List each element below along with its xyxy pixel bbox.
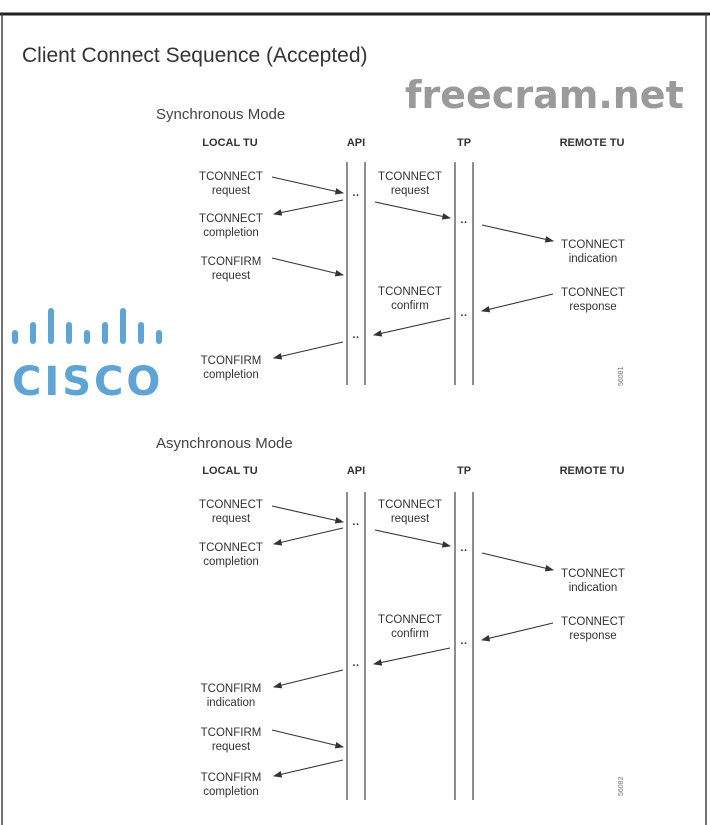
col-remote-tu: REMOTE TU [560,465,625,477]
label: request [391,513,430,525]
label: request [212,185,251,197]
dots: ·· [352,660,359,672]
label: indication [207,697,256,709]
col-local-tu: LOCAL TU [202,465,257,477]
label: indication [569,253,618,265]
dots: ·· [460,310,467,322]
label: completion [203,556,259,568]
arrow [374,201,452,220]
dots: ·· [460,638,467,650]
figure-id: 56082 [618,776,625,796]
col-local-tu: LOCAL TU [202,137,257,149]
dots: ·· [352,519,359,531]
label: TCONNECT [378,614,442,626]
arrow [271,729,345,749]
arrow [272,527,344,546]
label: TCONNECT [199,499,263,511]
col-remote-tu: REMOTE TU [560,137,625,149]
arrow [374,529,452,548]
sync-section: Synchronous Mode LOCAL TU API TP REMOTE … [156,106,625,386]
label: TCONFIRM [201,772,262,784]
arrow [481,224,555,243]
cisco-logo-text: CISCO [12,359,163,405]
label: response [569,301,616,313]
label: TCONNECT [561,287,625,299]
label: indication [569,582,618,594]
col-tp: TP [457,137,471,149]
label: TCONNECT [199,213,263,225]
diagram-title: Client Connect Sequence (Accepted) [22,44,368,67]
arrow [271,257,345,277]
arrow [271,176,345,195]
arrow [480,622,554,642]
label: TCONFIRM [201,727,262,739]
dots: ·· [460,545,467,557]
label: TCONNECT [378,499,442,511]
arrow [272,199,344,216]
arrow [481,552,555,572]
col-tp: TP [457,465,471,477]
dots: ·· [352,190,359,202]
sync-mode-title: Synchronous Mode [156,106,285,123]
async-mode-title: Asynchronous Mode [156,435,293,452]
label: request [212,270,251,282]
label: completion [203,227,259,239]
label: TCONNECT [378,286,442,298]
dots: ·· [460,217,467,229]
label: TCONNECT [561,239,625,251]
label: TCONFIRM [201,355,262,367]
label: confirm [391,628,429,640]
label: TCONFIRM [201,683,262,695]
col-api: API [347,137,365,149]
label: completion [203,786,259,798]
label: confirm [391,300,429,312]
site-watermark: freecram.net [405,73,684,117]
label: completion [203,369,259,381]
cisco-logo-watermark: CISCO [12,308,163,405]
label: request [391,185,430,197]
figure-id: 56081 [618,366,625,386]
arrow [372,317,451,337]
label: request [212,741,251,753]
label: response [569,630,616,642]
label: TCONNECT [561,616,625,628]
label: TCONFIRM [201,256,262,268]
label: TCONNECT [378,171,442,183]
arrow [272,759,344,778]
label: TCONNECT [199,542,263,554]
label: TCONNECT [561,568,625,580]
label: TCONNECT [199,171,263,183]
dots: ·· [352,332,359,344]
async-section: Asynchronous Mode LOCAL TU API TP REMOTE… [156,435,625,800]
label: request [212,513,251,525]
arrow [272,341,344,360]
arrow [271,505,345,524]
col-api: API [347,465,365,477]
arrow [372,647,451,666]
arrow [480,293,554,313]
arrow [272,669,344,689]
